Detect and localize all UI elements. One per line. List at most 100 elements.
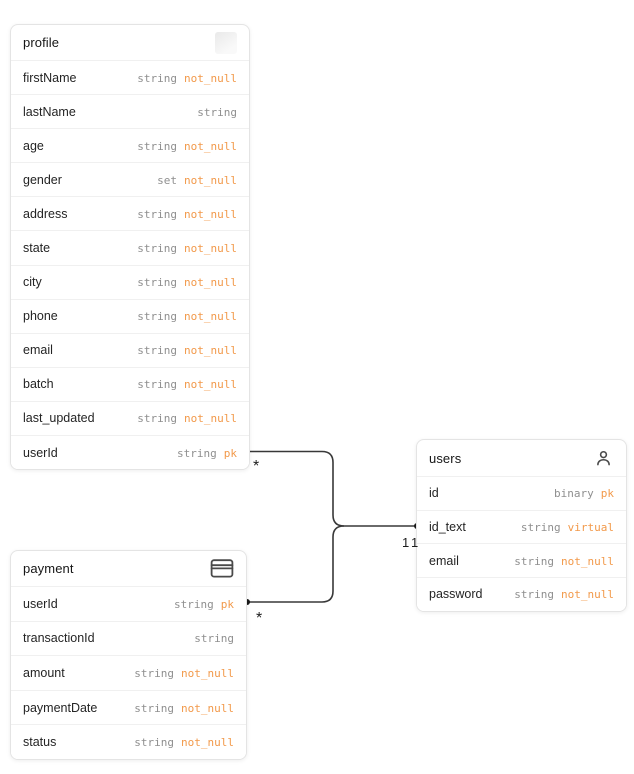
field-type: string [134,666,175,680]
field-type: string [137,412,178,426]
field-meta: string virtual [521,518,614,536]
field-meta: string not_null [137,409,237,427]
field-row[interactable]: last_updated string not_null [11,400,249,436]
field-constraint: not_null [561,554,614,568]
field-name: id_text [429,520,466,535]
field-meta: string pk [177,444,237,462]
table-name: users [429,450,462,466]
field-name: gender [23,172,62,187]
field-type: string [520,521,561,535]
cardinality-label: * [253,458,260,475]
field-name: amount [23,665,65,680]
field-type: string [514,554,555,568]
field-row[interactable]: transactionId string [11,620,246,656]
field-name: transactionId [23,631,95,646]
field-constraint: not_null [184,276,237,290]
field-name: age [23,138,44,153]
field-name: password [429,587,483,602]
table-header[interactable]: payment [11,551,246,586]
field-name: phone [23,309,58,324]
field-constraint: virtual [567,521,614,535]
edge-profile-users [245,450,417,527]
field-type: string [194,632,234,646]
field-meta: string [197,103,237,121]
field-constraint: not_null [184,139,237,153]
field-row[interactable]: userId string pk [11,435,249,470]
field-constraint: not_null [184,344,237,358]
field-constraint: not_null [184,310,237,324]
field-type: string [134,736,175,750]
field-type: string [137,310,178,324]
field-meta: string not_null [514,552,614,570]
cardinality-label: 1 [411,535,419,550]
faded-square-icon [215,31,237,54]
field-type: string [137,139,178,153]
field-row[interactable]: city string not_null [11,264,249,299]
credit-card-icon [210,558,234,579]
field-type: string [137,207,178,221]
field-name: email [429,553,459,568]
field-name: email [23,343,53,358]
field-constraint: not_null [184,412,237,426]
cardinality-label: * [256,610,263,627]
field-name: firstName [23,70,77,85]
field-name: status [23,735,57,750]
field-constraint: pk [223,446,237,460]
table-header[interactable]: profile [11,25,249,60]
field-type: string [137,378,178,392]
field-type: string [177,446,217,460]
field-name: last_updated [23,411,95,426]
field-name: city [23,275,42,290]
field-constraint: not_null [184,173,237,187]
field-meta: string not_null [137,273,237,291]
field-constraint: not_null [184,242,237,256]
field-row[interactable]: phone string not_null [11,298,249,333]
field-row[interactable]: firstName string not_null [11,60,249,95]
field-meta: string not_null [137,239,237,257]
field-row[interactable]: email string not_null [417,543,626,578]
field-type: string [514,588,555,602]
field-constraint: not_null [184,71,237,85]
field-name: userId [23,596,58,611]
field-meta: string not_null [137,69,237,87]
field-type: set [157,173,178,187]
field-row[interactable]: gender set not_null [11,162,249,197]
field-meta: string not_null [137,307,237,325]
field-constraint: pk [220,597,234,611]
field-type: string [137,242,178,256]
table-header[interactable]: users [417,440,626,476]
field-name: userId [23,445,58,460]
field-row[interactable]: age string not_null [11,128,249,163]
field-type: string [137,71,178,85]
field-type: string [137,276,178,290]
field-constraint: not_null [181,701,234,715]
edge-payment-users [247,525,345,603]
field-constraint: not_null [184,207,237,221]
field-row[interactable]: id_text string virtual [417,509,626,544]
